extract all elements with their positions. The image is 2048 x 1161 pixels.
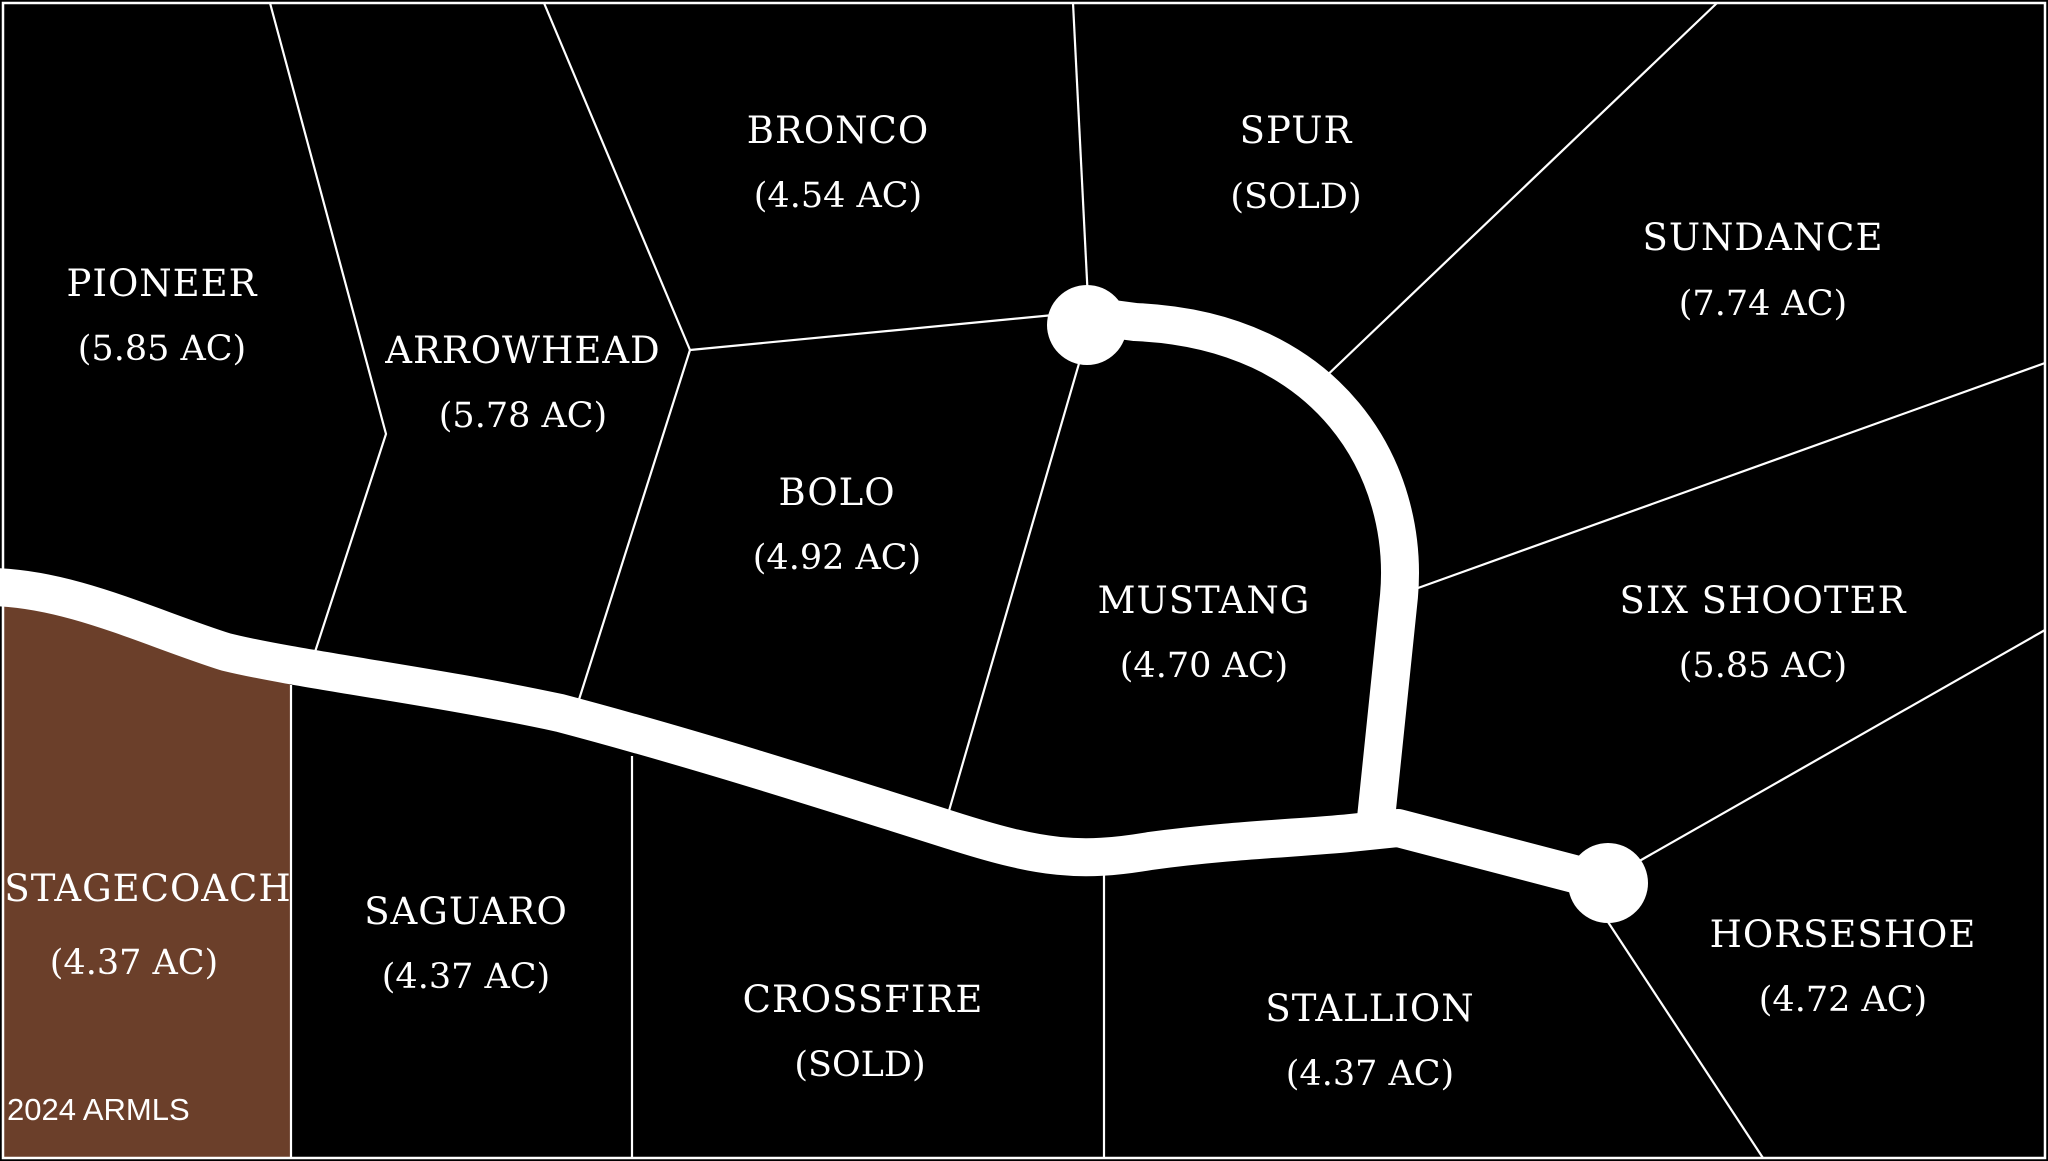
lot-area: (4.37 AC) bbox=[50, 943, 218, 983]
lot-area: (SOLD) bbox=[1230, 177, 1361, 217]
boundary-sundance-sixshooter bbox=[1417, 361, 2046, 590]
lot-area: (SOLD) bbox=[794, 1045, 925, 1085]
lot-six-shooter[interactable]: SIX SHOOTER (5.85 AC) bbox=[1620, 579, 1907, 686]
lot-name: SUNDANCE bbox=[1643, 216, 1884, 259]
lot-sundance[interactable]: SUNDANCE (7.74 AC) bbox=[1643, 216, 1884, 324]
boundary-bronco-spur bbox=[1071, 2, 1090, 301]
lot-labels: PIONEER (5.85 AC) ARROWHEAD (5.78 AC) BR… bbox=[4, 109, 1977, 1094]
lot-name: BOLO bbox=[778, 471, 895, 514]
lot-bronco[interactable]: BRONCO (4.54 AC) bbox=[747, 109, 929, 216]
boundary-bronco-bolo bbox=[689, 310, 1086, 352]
lot-area: (4.72 AC) bbox=[1759, 980, 1927, 1020]
lot-name: SPUR bbox=[1240, 109, 1353, 152]
boundary-arrowhead-bronco bbox=[542, 2, 692, 351]
lot-name: ARROWHEAD bbox=[384, 329, 660, 372]
lot-area: (4.54 AC) bbox=[754, 176, 922, 216]
lot-stagecoach[interactable]: STAGECOACH (4.37 AC) bbox=[4, 867, 291, 983]
lot-name: BRONCO bbox=[747, 109, 929, 152]
boundary-pioneer-arrowhead bbox=[268, 2, 388, 656]
lot-name: PIONEER bbox=[66, 262, 257, 305]
lot-stagecoach-fill[interactable] bbox=[4, 602, 291, 1158]
roads bbox=[0, 285, 1648, 923]
boundary-spur-sundance bbox=[1317, 2, 1718, 385]
lot-bolo[interactable]: BOLO (4.92 AC) bbox=[753, 471, 921, 578]
lot-crossfire[interactable]: CROSSFIRE (SOLD) bbox=[743, 978, 984, 1085]
lot-name: SAGUARO bbox=[364, 890, 568, 933]
boundary-sixshooter-horseshoe bbox=[1605, 629, 2046, 881]
lot-area: (4.37 AC) bbox=[382, 957, 550, 997]
lot-name: STALLION bbox=[1265, 987, 1474, 1030]
lot-pioneer[interactable]: PIONEER (5.85 AC) bbox=[66, 262, 257, 369]
lot-area: (5.78 AC) bbox=[439, 396, 607, 436]
lot-boundaries bbox=[268, 2, 2046, 1159]
cul-de-sac-north bbox=[1047, 285, 1127, 365]
lot-name: HORSESHOE bbox=[1710, 913, 1977, 956]
boundary-arrowhead-bolo bbox=[574, 349, 692, 710]
lot-horseshoe[interactable]: HORSESHOE (4.72 AC) bbox=[1710, 913, 1977, 1020]
lot-mustang[interactable]: MUSTANG (4.70 AC) bbox=[1098, 579, 1311, 686]
watermark: 2024 ARMLS bbox=[7, 1092, 190, 1127]
lot-area: (4.37 AC) bbox=[1286, 1054, 1454, 1094]
lot-stallion[interactable]: STALLION (4.37 AC) bbox=[1265, 987, 1474, 1094]
lot-area: (5.85 AC) bbox=[1679, 646, 1847, 686]
lot-name: STAGECOACH bbox=[4, 867, 291, 910]
lot-name: CROSSFIRE bbox=[743, 978, 984, 1021]
boundary-bolo-mustang bbox=[942, 359, 1082, 829]
lot-area: (5.85 AC) bbox=[78, 329, 246, 369]
boundary-stallion-horseshoe bbox=[1607, 921, 1764, 1159]
cul-de-sac-road bbox=[1071, 297, 1419, 847]
lot-area: (4.92 AC) bbox=[753, 538, 921, 578]
lot-spur[interactable]: SPUR (SOLD) bbox=[1230, 109, 1361, 217]
lot-name: MUSTANG bbox=[1098, 579, 1311, 622]
lot-area: (7.74 AC) bbox=[1679, 284, 1847, 324]
cul-de-sac-east bbox=[1568, 843, 1648, 923]
lot-arrowhead[interactable]: ARROWHEAD (5.78 AC) bbox=[384, 329, 660, 436]
lot-name: SIX SHOOTER bbox=[1620, 579, 1907, 622]
lot-saguaro[interactable]: SAGUARO (4.37 AC) bbox=[364, 890, 568, 997]
lot-area: (4.70 AC) bbox=[1120, 646, 1288, 686]
main-road bbox=[0, 568, 1624, 901]
